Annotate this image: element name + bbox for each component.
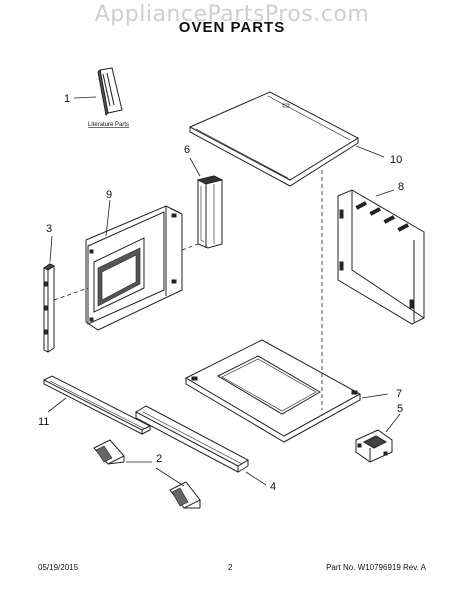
bottom-panel-drawing bbox=[184, 339, 362, 443]
leader-1 bbox=[73, 96, 97, 99]
lower-rail-drawing bbox=[134, 405, 250, 473]
clip-upper-drawing bbox=[93, 439, 125, 465]
right-side-panel-drawing bbox=[337, 189, 425, 325]
leader-7 bbox=[361, 393, 389, 399]
callout-3: 3 bbox=[46, 223, 52, 235]
footer-part-number: Part No. W10796919 Rev. A bbox=[326, 563, 426, 572]
watermark: AppliancePartsPros.com bbox=[94, 2, 370, 27]
callout-11: 11 bbox=[38, 416, 49, 428]
leader-2b bbox=[155, 467, 185, 487]
leader-3 bbox=[49, 235, 53, 263]
literature-caption: Literature Parts bbox=[88, 122, 129, 128]
assembly-dashed-lines bbox=[53, 170, 323, 410]
callout-9: 9 bbox=[106, 189, 112, 201]
page-title: OVEN PARTS bbox=[178, 19, 286, 36]
footer-date: 05/19/2015 bbox=[38, 563, 79, 572]
vent-channel-drawing bbox=[196, 175, 224, 249]
leader-9 bbox=[105, 199, 111, 237]
leader-6 bbox=[189, 157, 201, 177]
leader-8 bbox=[375, 189, 395, 197]
callout-2: 2 bbox=[156, 453, 162, 465]
leader-10 bbox=[355, 145, 385, 158]
long-rail-drawing bbox=[42, 375, 152, 435]
leader-5 bbox=[385, 413, 401, 433]
top-panel-drawing bbox=[188, 91, 360, 187]
callout-4: 4 bbox=[270, 481, 276, 493]
callout-1: 1 bbox=[64, 93, 70, 105]
clip-lower-drawing bbox=[169, 481, 201, 509]
literature-parts-drawing bbox=[97, 67, 123, 117]
leader-11 bbox=[47, 397, 67, 413]
callout-6: 6 bbox=[184, 144, 190, 156]
left-side-panel-drawing bbox=[85, 205, 183, 331]
callout-8: 8 bbox=[398, 181, 404, 193]
leader-4 bbox=[245, 471, 267, 486]
footer-page-number: 2 bbox=[228, 563, 233, 572]
callout-5: 5 bbox=[397, 403, 403, 415]
callout-7: 7 bbox=[396, 388, 402, 400]
left-rail-drawing bbox=[43, 263, 55, 353]
bracket-drawing bbox=[355, 429, 393, 463]
callout-10: 10 bbox=[390, 154, 402, 166]
